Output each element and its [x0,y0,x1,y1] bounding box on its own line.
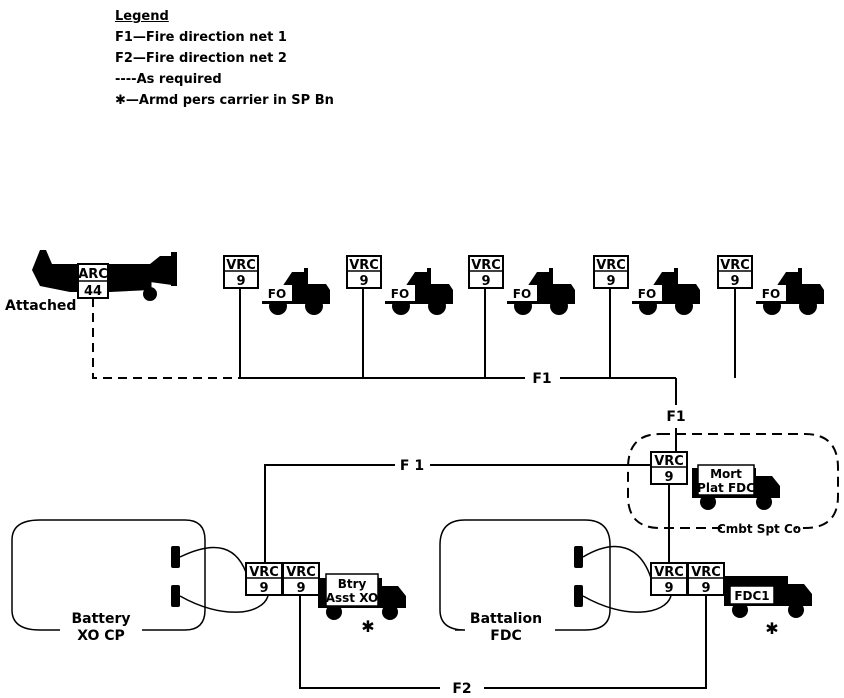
observer-radio-number: 9 [359,274,368,289]
combat-support-company: Cmbt Spt Co Mort Plat FDC VRC 9 [628,434,838,536]
mortar-vehicle-line1: Mort [710,467,742,481]
aircraft: ARC 44 Attached [5,250,177,314]
battalion-armd-carrier-marker: ✱ [765,619,778,638]
battalion-fdc: Battalion FDC FDC1 VRC 9 VRC 9 ✱ [440,520,812,644]
battery-post-line1: Battery [71,611,130,627]
observer-radio-model: VRC [720,258,750,273]
observer-radio-number: 9 [730,274,739,289]
battery-radio1-model: VRC [249,565,279,580]
battalion-vehicle-label: FDC1 [734,589,769,603]
battery-radio1-number: 9 [259,581,268,596]
battery-radio2-model: VRC [286,565,316,580]
fo-label: FO [268,287,286,301]
battalion-radio2-number: 9 [701,581,710,596]
fo-label: FO [638,287,656,301]
battery-post-line2: XO CP [77,628,125,644]
aircraft-radio-model: ARC [78,267,108,282]
speaker-icon [171,546,180,568]
cmbt-spt-co-label: Cmbt Spt Co [717,522,801,536]
mortar-radio-number: 9 [664,470,673,485]
fo-label: FO [391,287,409,301]
f1-drop-label: F1 [666,409,685,425]
observer-radio-number: 9 [481,274,490,289]
observer-radio-model: VRC [596,258,626,273]
battalion-post-line1: Battalion [470,611,542,627]
mortar-vehicle-line2: Plat FDC [697,481,755,495]
battery-xo-cp: Battery XO CP Btry Asst XO VRC 9 VRC 9 ✱ [12,520,406,644]
f1-net-middle [265,465,669,563]
battery-vehicle-line1: Btry [338,577,367,591]
speaker-icon [574,546,583,568]
speaker-icon [171,585,180,607]
fo-label: FO [762,287,780,301]
battery-armd-carrier-marker: ✱ [361,617,374,636]
aircraft-radio-number: 44 [84,284,102,299]
observer-radio-number: 9 [606,274,615,289]
battalion-radio2-model: VRC [691,565,721,580]
observer-radio-model: VRC [226,258,256,273]
f1-net-top [93,288,735,452]
observer-radio-model: VRC [349,258,379,273]
battalion-radio1-number: 9 [664,581,673,596]
battalion-post-line2: FDC [490,628,521,644]
observer-radio-number: 9 [236,274,245,289]
fo-label: FO [513,287,531,301]
battery-vehicle-line2: Asst XO [326,591,379,605]
mortar-radio-model: VRC [654,454,684,469]
f2-net-label: F2 [452,681,471,697]
aircraft-attached-label: Attached [5,298,76,314]
battery-radio2-number: 9 [296,581,305,596]
speaker-icon [574,585,583,607]
forward-observer-5: VRC 9 FO [718,256,824,315]
f1-middle-label: F 1 [400,458,424,474]
observer-radio-model: VRC [471,258,501,273]
battalion-radio1-model: VRC [654,565,684,580]
f1-net-label: F1 [532,371,551,387]
